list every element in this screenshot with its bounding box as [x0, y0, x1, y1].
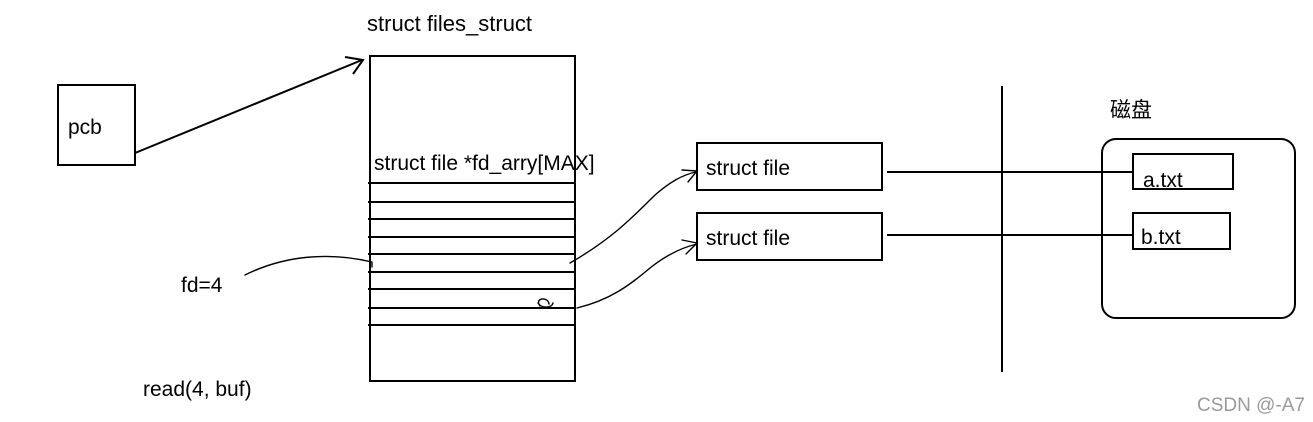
a-txt-label: a.txt	[1143, 169, 1183, 192]
fd-array-slots	[368, 182, 576, 326]
b-txt-label: b.txt	[1141, 226, 1181, 249]
struct-file-label-2: struct file	[706, 227, 790, 250]
a-txt-box	[1132, 153, 1234, 190]
struct-file-box-2	[696, 212, 883, 261]
disk-box	[1101, 138, 1296, 319]
disk-label: 磁盘	[1110, 99, 1152, 122]
watermark: CSDN @-A7	[1197, 395, 1305, 416]
pcb-to-files-struct-arrow	[134, 59, 363, 154]
read-call-label: read(4, buf)	[143, 378, 252, 401]
slot-scribble	[537, 298, 554, 308]
files-struct-title: struct files_struct	[367, 11, 532, 36]
fd-pointer-curve	[244, 255, 373, 276]
fd-label: fd=4	[181, 274, 223, 297]
slot-to-file-1-curve	[569, 171, 697, 264]
arrow-head-pcb	[344, 56, 365, 75]
arrow-head-file-2	[681, 239, 699, 255]
b-txt-box	[1132, 212, 1231, 250]
fd-array-label: struct file *fd_arry[MAX]	[374, 152, 595, 175]
slot-to-file-2-curve	[576, 243, 698, 309]
pcb-label: pcb	[68, 116, 102, 139]
struct-file-box-1	[696, 142, 883, 191]
pcb-box	[57, 84, 136, 166]
struct-file-label-1: struct file	[706, 157, 790, 180]
